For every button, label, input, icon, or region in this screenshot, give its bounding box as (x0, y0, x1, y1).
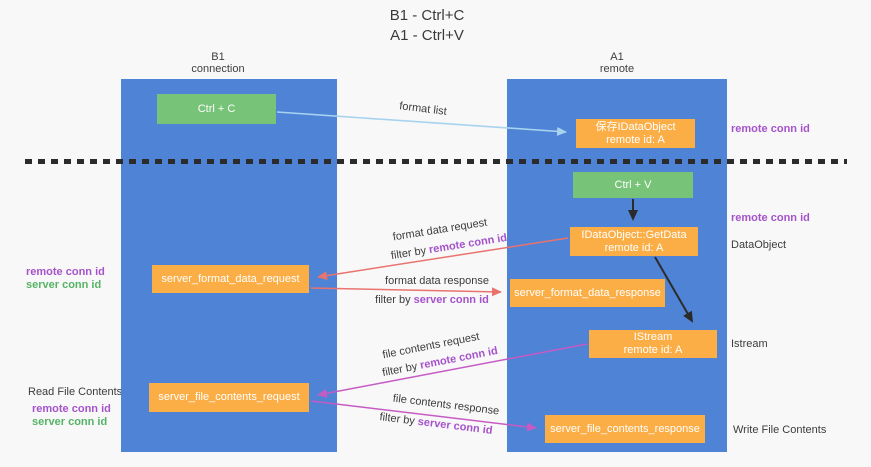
idataobject-getdata-line1: IDataObject::GetData (581, 228, 687, 241)
remote-conn-id-annotation-top-right: remote conn id (731, 123, 810, 135)
right-lifeline-header: A1 remote (547, 51, 687, 75)
save-idataobject-box: 保存IDataObject remote id: A (576, 119, 695, 148)
ctrl-v-label: Ctrl + V (614, 178, 652, 191)
title-line-1: B1 - Ctrl+C (389, 7, 465, 24)
server-conn-id-annotation-left-bottom: server conn id (32, 416, 108, 428)
ctrl-c-box: Ctrl + C (157, 94, 276, 124)
ctrl-c-label: Ctrl + C (197, 102, 236, 115)
read-file-contents-annotation: Read File Contents (28, 386, 123, 398)
server-format-data-response-box: server_format_data_response (510, 279, 665, 307)
format-data-response-arrow (310, 287, 502, 297)
filter-by-text: filter by (381, 359, 422, 380)
left-lifeline-name: B1 (211, 51, 225, 63)
server-file-contents-request-box: server_file_contents_request (149, 383, 309, 412)
remote-conn-id-annotation-left-top: remote conn id (26, 266, 105, 278)
conn-id-annotation-left-top: remote conn id server conn id (26, 266, 105, 292)
istream-box: IStream remote id: A (589, 330, 717, 358)
format-data-response-label: format data response (385, 275, 489, 287)
istream-annotation: Istream (731, 338, 768, 350)
format-list-label: format list (398, 100, 448, 118)
istream-line1: IStream (633, 331, 673, 343)
dataobject-annotation: DataObject (731, 239, 787, 251)
server-file-contents-request-label: server_file_contents_request (158, 391, 300, 403)
write-file-contents-annotation: Write File Contents (733, 424, 827, 436)
title-line-2: A1 - Ctrl+V (390, 27, 464, 44)
filter-by-text: filter by (375, 294, 414, 306)
right-lifeline-role: remote (599, 63, 635, 75)
diagram-title: B1 - Ctrl+C A1 - Ctrl+V (0, 6, 854, 46)
idataobject-getdata-box: IDataObject::GetData remote id: A (570, 227, 698, 256)
save-idataobject-line1: 保存IDataObject (595, 120, 676, 133)
server-format-data-request-label: server_format_data_request (161, 272, 300, 285)
server-conn-id-annotation-left-top: server conn id (26, 279, 102, 291)
left-lifeline-role: connection (191, 63, 245, 75)
left-lifeline-header: B1 connection (148, 51, 288, 75)
file-contents-response-filter-label: filter by server conn id (379, 411, 493, 437)
istream-line2: remote id: A (623, 344, 683, 356)
phase-divider-dashed-line (25, 159, 847, 164)
ctrl-v-box: Ctrl + V (573, 172, 693, 198)
server-file-contents-response-box: server_file_contents_response (545, 415, 705, 443)
idataobject-getdata-line2: remote id: A (604, 241, 664, 254)
remote-conn-id-annotation-left-bottom: remote conn id (32, 403, 111, 415)
conn-id-annotation-left-bottom: remote conn id server conn id (32, 403, 111, 429)
server-file-contents-response-label: server_file_contents_response (550, 422, 700, 435)
format-data-response-filter-label: filter by server conn id (375, 294, 489, 306)
filter-by-text: filter by (378, 411, 419, 428)
filter-by-text: filter by (390, 244, 431, 263)
server-format-data-request-box: server_format_data_request (152, 265, 309, 293)
right-lifeline-name: A1 (610, 51, 624, 63)
remote-conn-id-annotation-mid-right: remote conn id (731, 212, 810, 224)
server-conn-id-text: server conn id (417, 415, 494, 437)
server-format-data-response-label: server_format_data_response (514, 286, 661, 299)
server-conn-id-text: server conn id (413, 294, 489, 306)
save-idataobject-line2: remote id: A (606, 133, 665, 146)
